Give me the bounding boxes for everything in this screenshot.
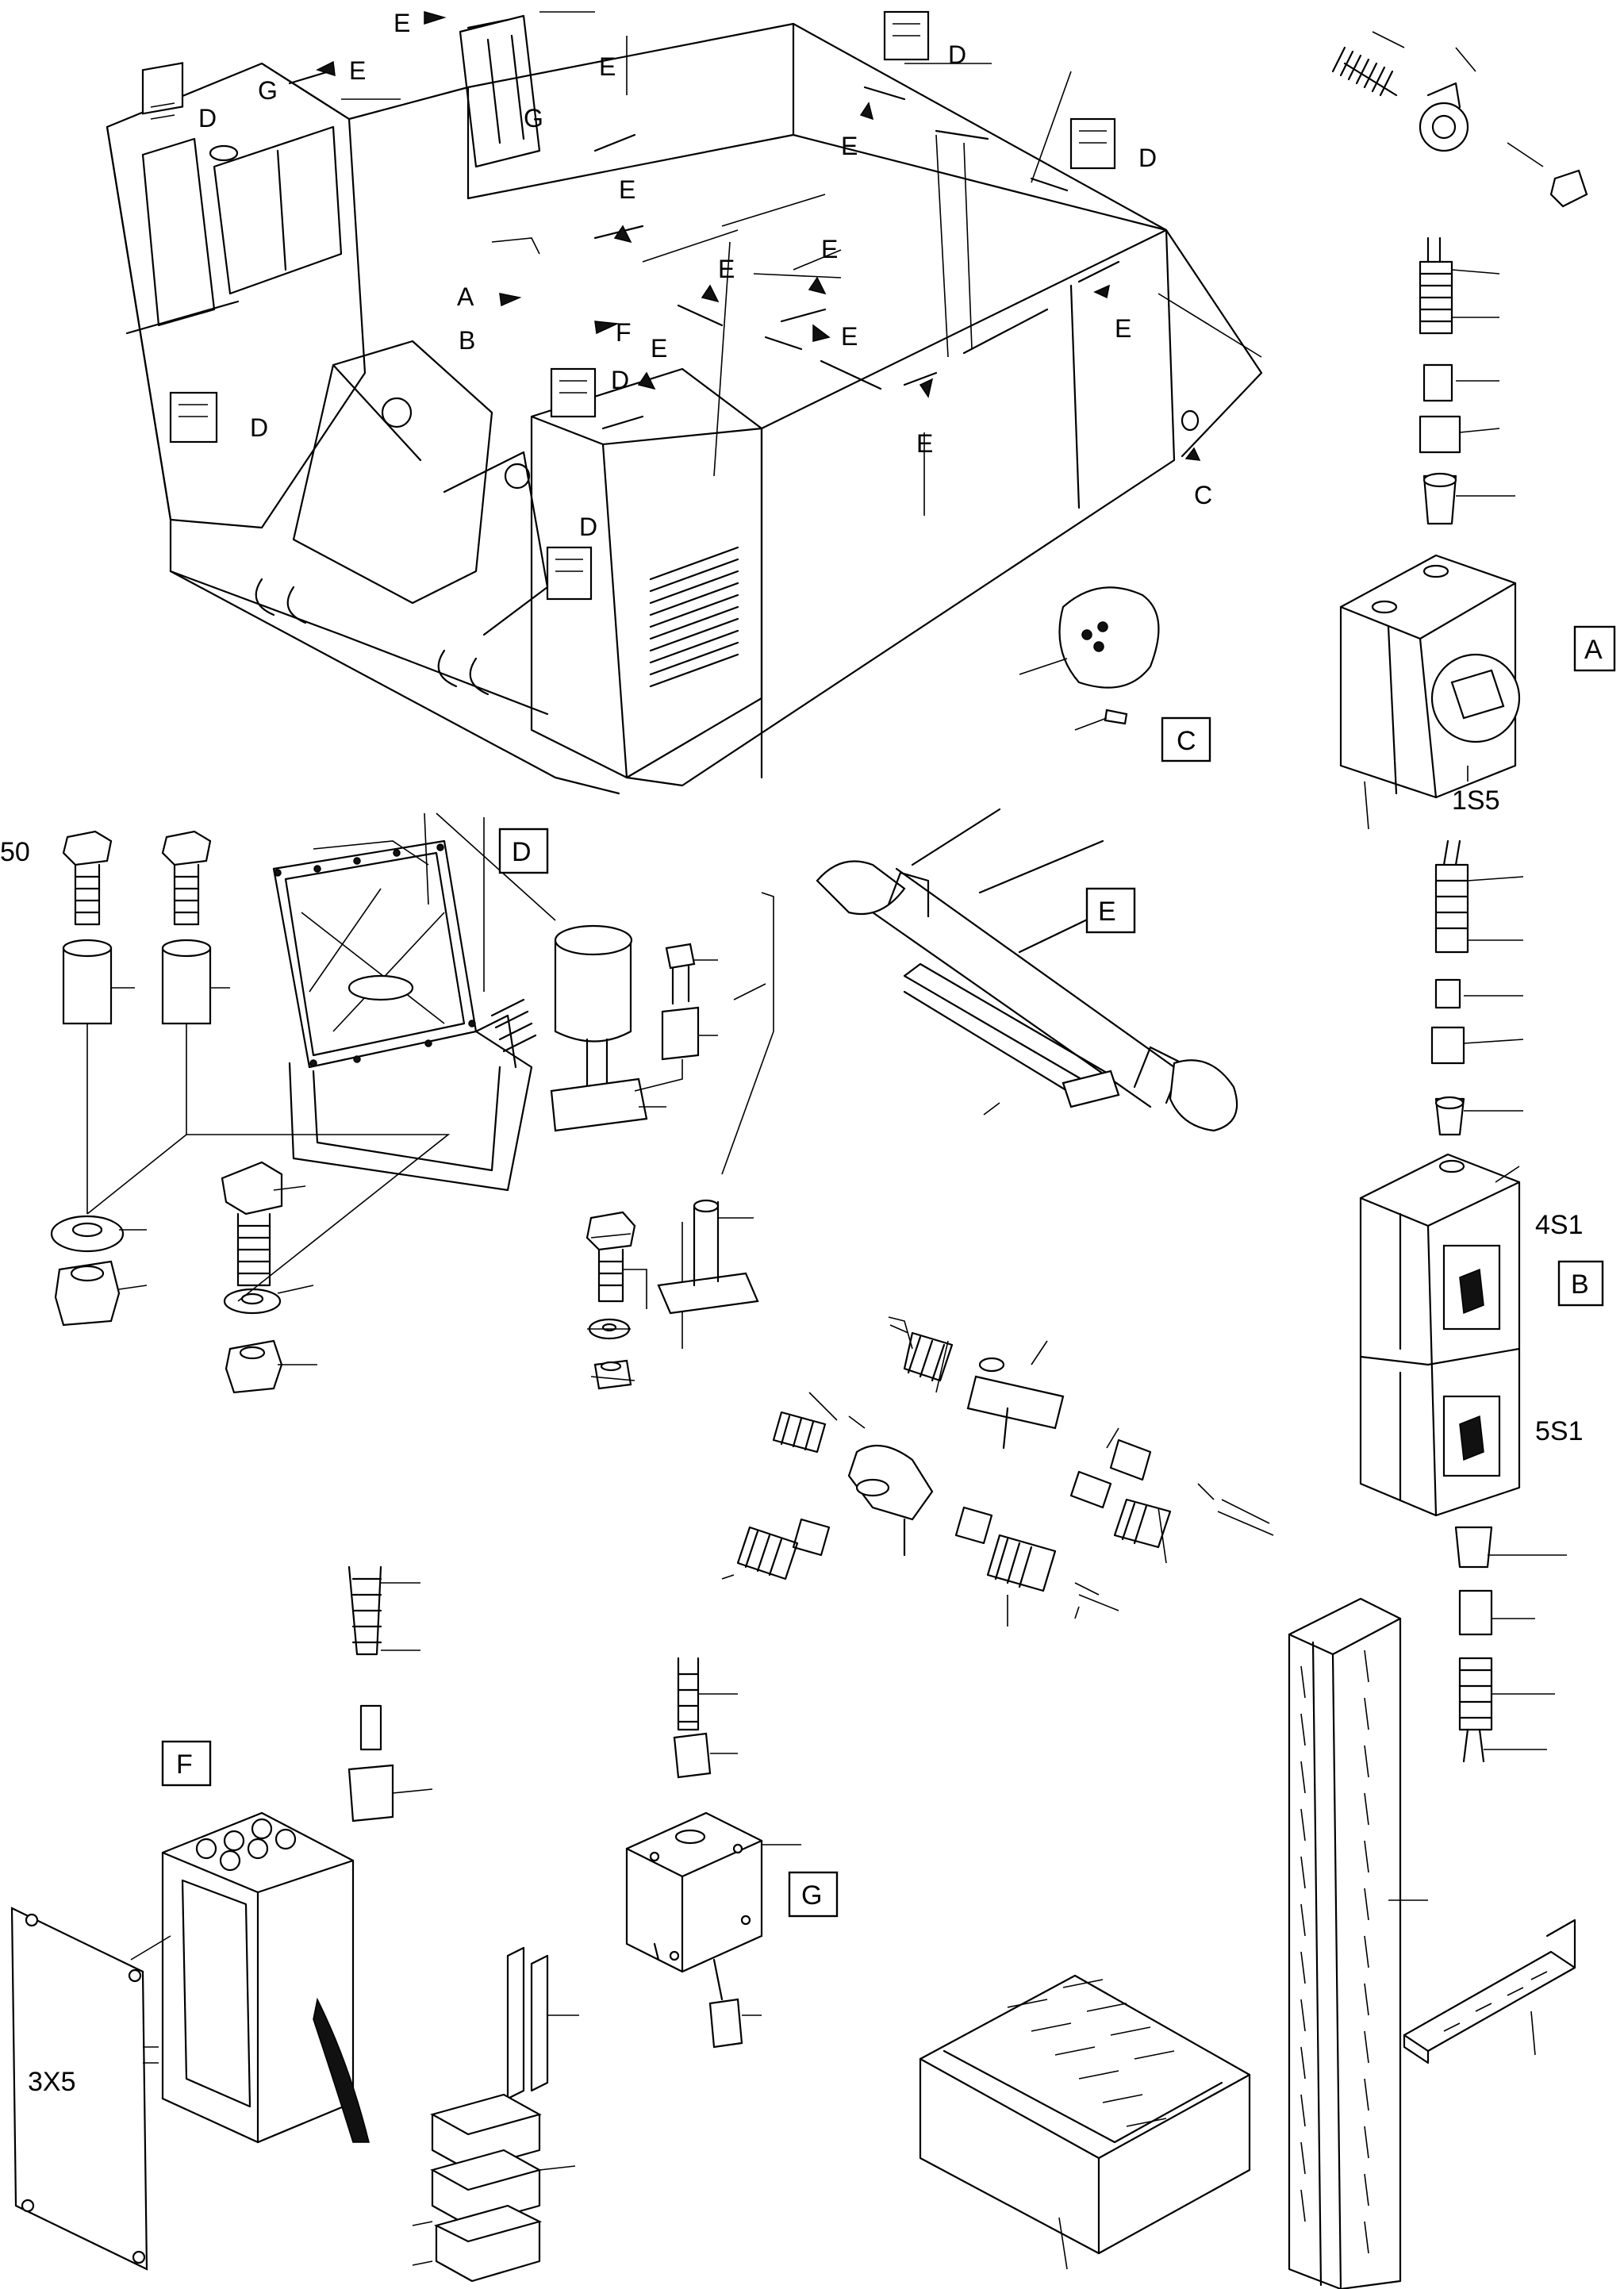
detail-label-f (161, 1740, 212, 1787)
callout-E: E (841, 322, 858, 351)
detail-label-g (788, 1871, 839, 1918)
detail-f-terminal-box: 3X5 F (10, 1565, 579, 2283)
detail-d-small-parts (585, 1199, 759, 1390)
callout-E: E (821, 235, 838, 263)
detail-label-a (1573, 625, 1616, 672)
callout-E: E (599, 52, 616, 81)
switch-4s1-label: 4S1 (1535, 1210, 1584, 1240)
callout-E: E (841, 132, 858, 160)
detail-label-f-text: F (176, 1749, 193, 1780)
callout-D: D (198, 104, 217, 133)
detail-label-e (1085, 887, 1136, 934)
lamp-mount-icon (141, 62, 184, 120)
callout-D: D (579, 513, 597, 541)
detail-label-b-text: B (1571, 1269, 1589, 1300)
switch-5s1-label: 5S1 (1535, 1416, 1584, 1446)
callout-E: E (916, 429, 933, 458)
detail-b-switches: 4S1 5S1 B (1359, 839, 1604, 1763)
callout-G: G (524, 104, 543, 133)
callout-E: E (619, 175, 635, 204)
callout-A: A (457, 282, 474, 311)
callout-D: D (250, 413, 268, 442)
cable-connector-set (721, 1316, 1274, 1626)
callout-E: E (651, 334, 667, 363)
callout-E: E (394, 9, 410, 37)
detail-label-a-text: A (1584, 635, 1603, 665)
callout-D: D (1138, 144, 1157, 172)
detail-e-tube-lamp: E (816, 808, 1238, 1132)
callout-D: D (948, 40, 966, 69)
cable-trays (919, 1597, 1576, 2289)
callout-E: E (349, 56, 366, 85)
callout-G: G (258, 76, 278, 105)
detail-label-d (498, 828, 549, 874)
detail-d-lamp: 50 D (0, 812, 774, 1394)
cover-3x5-label: 3X5 (28, 2067, 76, 2097)
detail-g-junction-box: G (625, 1657, 839, 2049)
callout-F: F (616, 318, 632, 347)
lamp-mount-icon (883, 10, 930, 61)
detail-label-d-text: D (512, 837, 532, 867)
callout-E: E (1115, 314, 1131, 343)
lamp-mount-icon (546, 546, 593, 601)
detail-label-e-text: E (1098, 897, 1116, 927)
callout-C: C (1194, 481, 1212, 509)
detail-c-socket: C (1019, 586, 1211, 762)
callout-B: B (459, 326, 475, 355)
detail-label-c (1161, 716, 1211, 762)
switch-1s5-label: 1S5 (1452, 785, 1500, 816)
detail-label-g-text: G (801, 1880, 822, 1911)
detail-label-c-text: C (1177, 726, 1196, 756)
callout-D: D (611, 366, 629, 394)
detail-label-b (1557, 1260, 1604, 1307)
lamp-mount-icon (169, 391, 218, 444)
detail-a-switch-1s5: A 1S5 (1331, 31, 1616, 830)
bolt-50-label: 50 (0, 837, 30, 867)
machine-isometric-view (106, 10, 1263, 795)
lamp-mount-icon (1069, 117, 1116, 170)
callout-E: E (718, 255, 735, 283)
machine-callouts: E E G D D D D D D G E E E E E E E E E A … (198, 9, 1212, 541)
lamp-mount-icon (550, 367, 597, 418)
